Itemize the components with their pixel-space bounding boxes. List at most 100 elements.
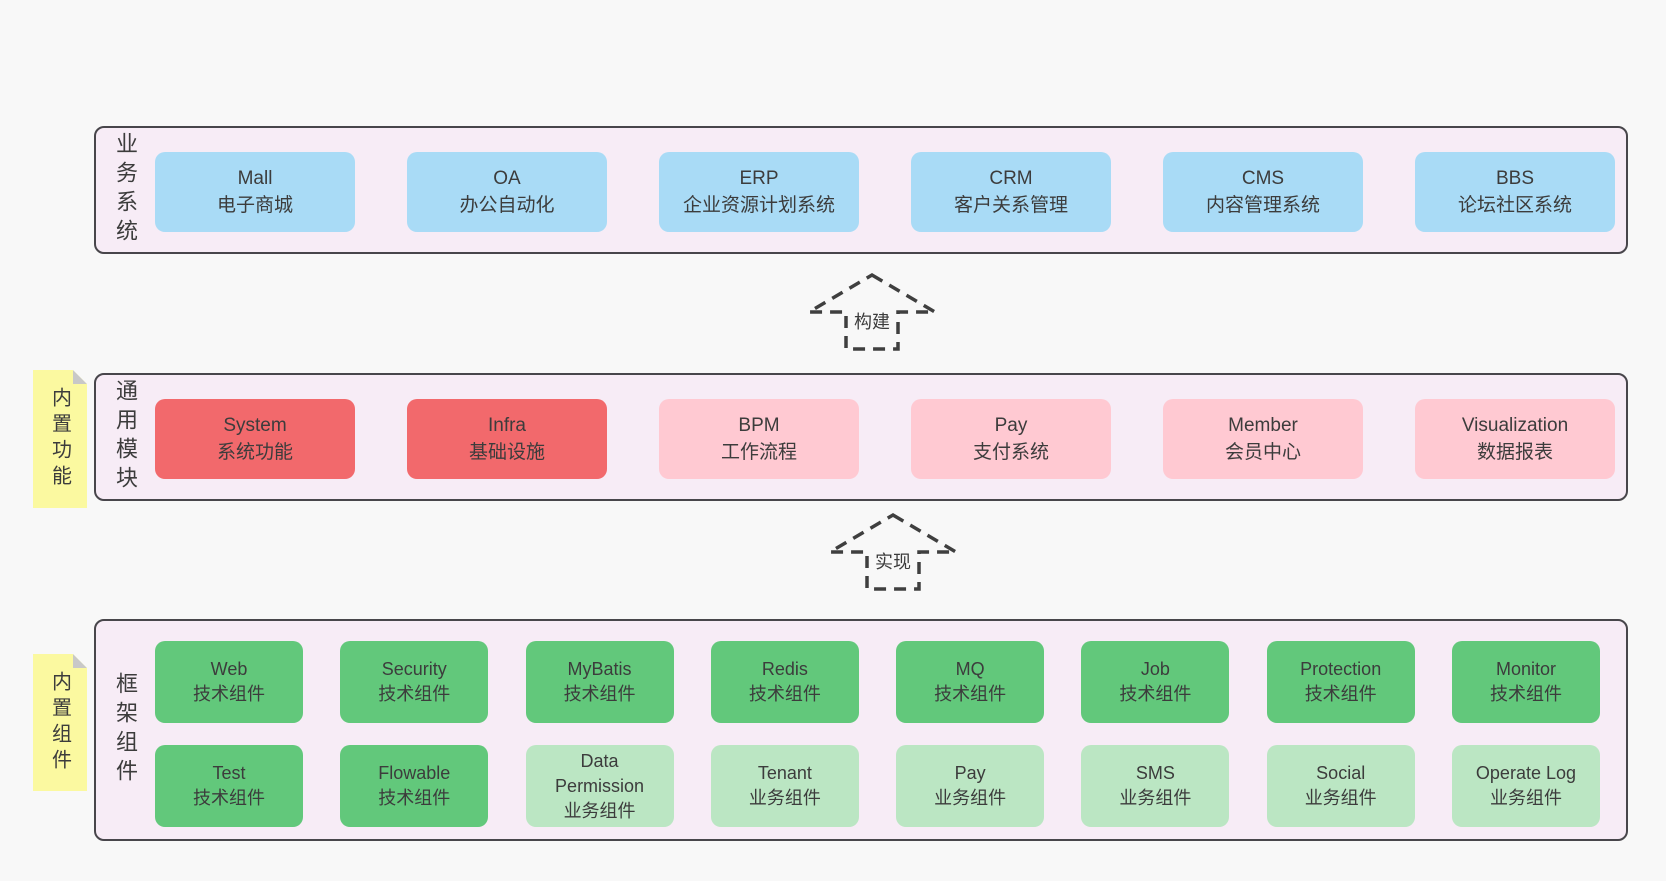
box-title: Redis <box>761 659 808 679</box>
box-subtitle: 技术组件 <box>1304 684 1377 704</box>
box-subtitle: 技术组件 <box>1119 684 1192 704</box>
box-subtitle: 业务组件 <box>748 788 821 808</box>
box-title: Social <box>1316 763 1366 783</box>
box-tenant: Tenant 业务组件 <box>710 745 859 827</box>
box-subtitle: 企业资源计划系统 <box>682 195 835 216</box>
box-title: Infra <box>487 415 527 436</box>
box-title: OA <box>493 168 521 189</box>
box-subtitle: 技术组件 <box>193 684 265 704</box>
box-subtitle: 技术组件 <box>563 684 636 704</box>
modules-boxes-row: System 系统功能 Infra 基础设施 BPM 工作流程 Pay 支付系统 Member 会… <box>155 399 1615 479</box>
box-title: MQ <box>955 659 985 679</box>
section-common-modules: 通用模块 System 系统功能 Infra 基础设施 BPM 工作流程 Pay 支付系统 Me… <box>94 373 1628 501</box>
box-subtitle: 技术组件 <box>193 788 265 808</box>
box-subtitle: 电子商城 <box>216 195 293 216</box>
box-member: Member 会员中心 <box>1163 399 1363 479</box>
box-subtitle: 内容管理系统 <box>1205 195 1320 216</box>
section-business-label: 业务系统 <box>113 132 138 248</box>
box-title: MyBatis <box>567 659 632 679</box>
box-subtitle: 业务组件 <box>1304 788 1377 808</box>
box-bpm: BPM 工作流程 <box>659 399 859 479</box>
box-sms: SMS 业务组件 <box>1081 745 1230 827</box>
box-title: SMS <box>1135 763 1175 783</box>
box-web: Web 技术组件 <box>155 641 303 723</box>
arrow-implement-label: 实现 <box>871 548 915 574</box>
sticky-fold-corner <box>73 654 87 668</box>
box-title: BPM <box>738 415 780 436</box>
box-job: Job 技术组件 <box>1081 641 1230 723</box>
box-test: Test 技术组件 <box>155 745 303 827</box>
box-subtitle: 系统功能 <box>216 442 293 463</box>
box-title: Visualization <box>1461 415 1569 436</box>
box-title: System <box>223 415 287 436</box>
box-title: BBS <box>1495 168 1535 189</box>
box-crm: CRM 客户关系管理 <box>911 152 1111 232</box>
box-mybatis: MyBatis 技术组件 <box>525 641 674 723</box>
sticky-fold-corner <box>73 370 87 384</box>
box-title: Tenant <box>757 763 812 783</box>
box-monitor: Monitor 技术组件 <box>1451 641 1600 723</box>
box-title: CMS <box>1241 168 1285 189</box>
box-subtitle: 技术组件 <box>1489 684 1562 704</box>
box-title: Monitor <box>1495 659 1556 679</box>
box-bbs: BBS 论坛社区系统 <box>1415 152 1615 232</box>
box-subtitle: 技术组件 <box>748 684 821 704</box>
up-arrow-icon <box>806 272 938 351</box>
box-subtitle: 数据报表 <box>1476 442 1553 463</box>
box-subtitle: 业务组件 <box>1489 788 1562 808</box>
sticky-built-in-features-label: 内置功能 <box>48 387 71 491</box>
box-title: Pay <box>994 415 1028 436</box>
box-cms: CMS 内容管理系统 <box>1163 152 1363 232</box>
sticky-built-in-components: 内置组件 <box>33 654 87 791</box>
section-framework-label: 框架组件 <box>113 672 138 788</box>
box-subtitle: 技术组件 <box>934 684 1007 704</box>
box-title: Operate Log <box>1475 763 1576 783</box>
arrow-build-label: 构建 <box>850 308 894 334</box>
box-subtitle: 工作流程 <box>720 442 797 463</box>
sticky-built-in-features: 内置功能 <box>33 370 87 508</box>
box-pay: Pay 支付系统 <box>911 399 1111 479</box>
box-title: Test <box>212 763 246 783</box>
box-subtitle: 业务组件 <box>934 788 1007 808</box>
sticky-built-in-components-label: 内置组件 <box>48 670 71 775</box>
arrow-implement-icon: 实现 <box>827 512 959 592</box>
box-infra: Infra 基础设施 <box>407 399 607 479</box>
box-oa: OA 办公自动化 <box>407 152 607 232</box>
arrow-build-icon: 构建 <box>806 272 938 352</box>
box-title: Web <box>210 659 248 679</box>
box-title: Protection <box>1300 659 1382 679</box>
box-title: Pay <box>954 763 986 783</box>
box-subtitle: 客户关系管理 <box>953 195 1068 216</box>
box-subtitle: 基础设施 <box>468 442 545 463</box>
box-social: Social 业务组件 <box>1266 745 1415 827</box>
box-operate-log: Operate Log 业务组件 <box>1451 745 1600 827</box>
box-title: Data Permission <box>555 750 645 796</box>
box-subtitle: 论坛社区系统 <box>1457 195 1572 216</box>
box-data-permission: Data Permission 业务组件 <box>525 745 674 827</box>
box-title: Member <box>1228 415 1298 436</box>
box-subtitle: 技术组件 <box>378 684 451 704</box>
up-arrow-icon <box>827 512 959 591</box>
section-modules-label: 通用模块 <box>113 379 138 495</box>
box-title: Flowable <box>378 763 451 783</box>
box-redis: Redis 技术组件 <box>710 641 859 723</box>
box-system: System 系统功能 <box>155 399 355 479</box>
box-subtitle: 业务组件 <box>563 800 636 821</box>
box-subtitle: 支付系统 <box>972 442 1049 463</box>
box-title: CRM <box>989 168 1033 189</box>
box-mq: MQ 技术组件 <box>896 641 1045 723</box>
box-title: Job <box>1140 659 1170 679</box>
box-subtitle: 办公自动化 <box>459 195 555 216</box>
box-subtitle: 业务组件 <box>1119 788 1192 808</box>
box-subtitle: 会员中心 <box>1224 442 1301 463</box>
box-visualization: Visualization 数据报表 <box>1415 399 1615 479</box>
